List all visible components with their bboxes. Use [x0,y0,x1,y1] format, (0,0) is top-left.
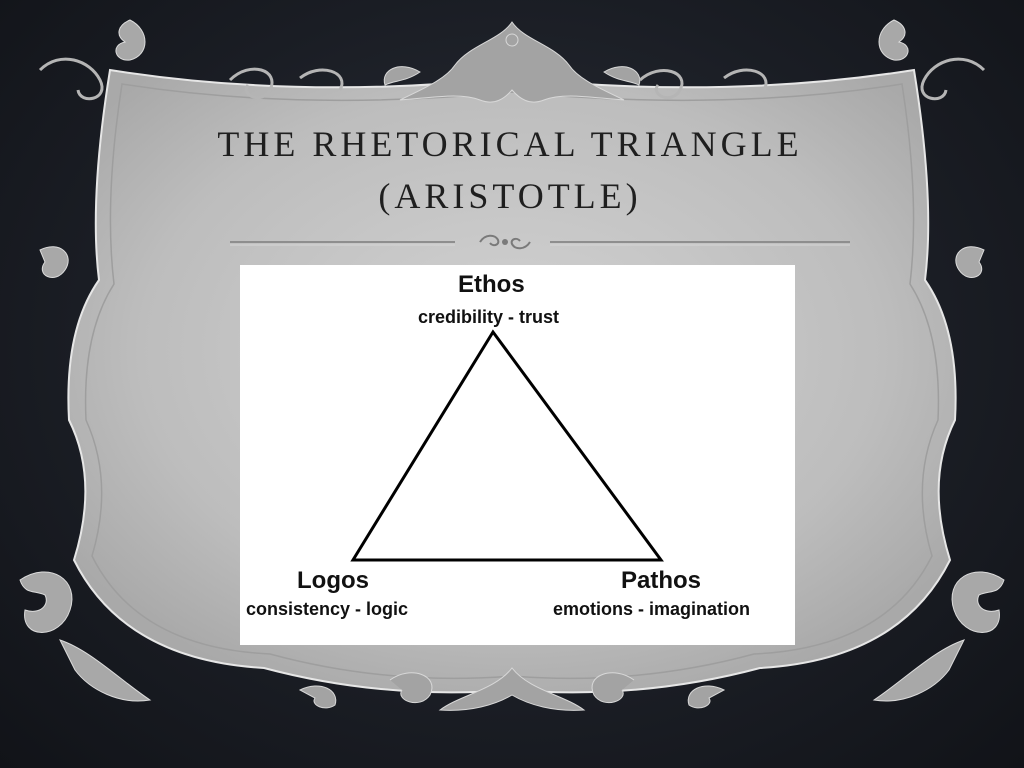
slide-title: The Rhetorical Triangle (Aristotle) [150,118,870,222]
vertex-sublabel-right: emotions - imagination [553,599,751,619]
flourish-ornament [19,19,1005,702]
slide-title-line-2: (Aristotle) [378,176,642,216]
vertex-sublabel-left: consistency - logic [246,599,409,619]
flourish-ornament [383,21,641,103]
vertex-sublabel-top: credibility - trust [418,307,560,327]
vertex-label-right: Pathos [621,567,702,594]
flourish-ornament [38,57,986,101]
triangle-shape [350,329,664,562]
rhetorical-triangle-diagram: Ethos credibility - trust Logos consiste… [240,265,795,645]
flourish-ornament [298,667,726,711]
vertex-label-left: Logos [297,567,369,594]
slide-title-line-1: The Rhetorical Triangle [217,124,803,164]
vertex-label-top: Ethos [458,271,525,298]
scroll-divider-ornament-icon [230,234,850,250]
